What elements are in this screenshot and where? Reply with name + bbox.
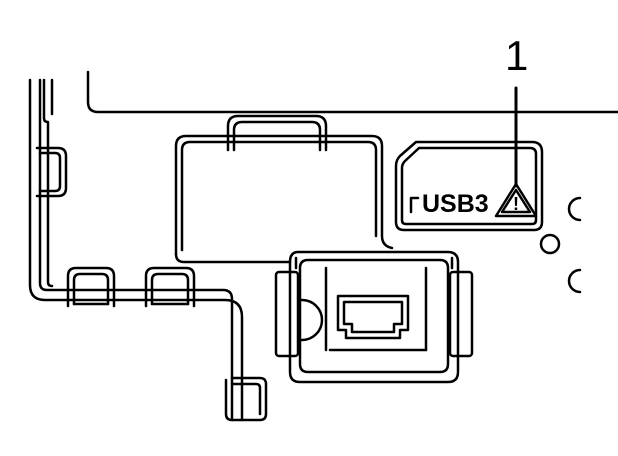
housing-panel-edge — [86, 70, 618, 114]
port-label-bracket — [409, 196, 420, 214]
led-top — [567, 196, 582, 222]
usb-port-bracket — [274, 250, 474, 384]
frame-tab-middle — [66, 266, 116, 308]
led-bottom — [567, 268, 582, 294]
port-label: USB3 — [422, 190, 489, 218]
callout-number: 1 — [505, 32, 528, 79]
port-cover-door — [174, 114, 394, 264]
usb-port-icon — [336, 294, 410, 340]
indicator-leds — [539, 196, 582, 294]
led-middle — [539, 233, 561, 255]
frame-tab-right — [144, 266, 196, 308]
frame-tab-lower — [224, 376, 268, 422]
warning-symbol: ! — [513, 194, 519, 214]
usb3-label-plate — [394, 140, 544, 232]
left-frame-rails — [28, 78, 244, 422]
frame-tab-left-upper — [35, 146, 68, 198]
warning-triangle-icon: ! — [494, 182, 538, 218]
